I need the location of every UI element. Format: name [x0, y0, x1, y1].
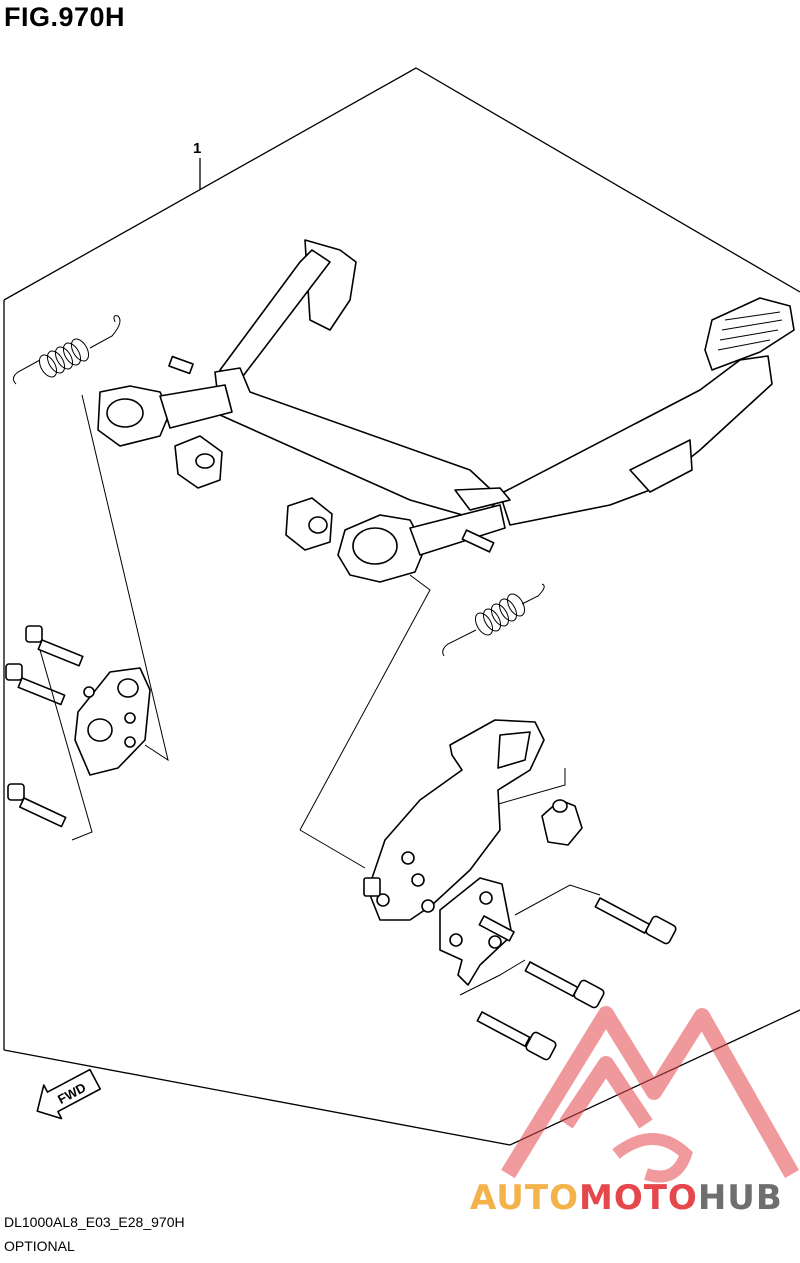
bolt-right-1: [594, 897, 677, 945]
left-bracket-plate: [74, 667, 151, 776]
fwd-arrow-icon: FWD: [36, 1068, 102, 1120]
spring-upper: [12, 315, 121, 385]
rubber-stopper: [541, 799, 583, 846]
nut-left: [83, 686, 95, 698]
pin-lower: [461, 529, 495, 553]
assembly-outline: [3, 67, 800, 301]
callout-number: 1: [193, 140, 201, 157]
right-lower-plate: [439, 877, 513, 986]
right-mount-bracket: [367, 719, 545, 921]
bolt-right-3: [476, 1011, 557, 1061]
watermark-logo: [501, 1006, 799, 1183]
center-stand: [97, 239, 795, 583]
bolt-left-1: [25, 625, 84, 667]
watermark-text: AUTOMOTOHUB: [470, 1178, 783, 1218]
figure-title: FIG.970H: [4, 2, 126, 32]
bolt-left-2: [5, 663, 66, 706]
bushing-upper: [174, 435, 223, 489]
pin-right: [478, 915, 515, 942]
spring-lower: [442, 583, 545, 657]
bolt-left-3: [7, 783, 67, 828]
nut-right: [363, 877, 381, 897]
category-label: OPTIONAL: [4, 1238, 75, 1254]
bushing-lower: [285, 497, 333, 551]
pin-upper: [168, 355, 194, 375]
assembly-guide-lines: [39, 394, 601, 996]
bolt-right-2: [524, 961, 605, 1009]
drawing-code: DL1000AL8_E03_E28_970H: [4, 1214, 185, 1230]
